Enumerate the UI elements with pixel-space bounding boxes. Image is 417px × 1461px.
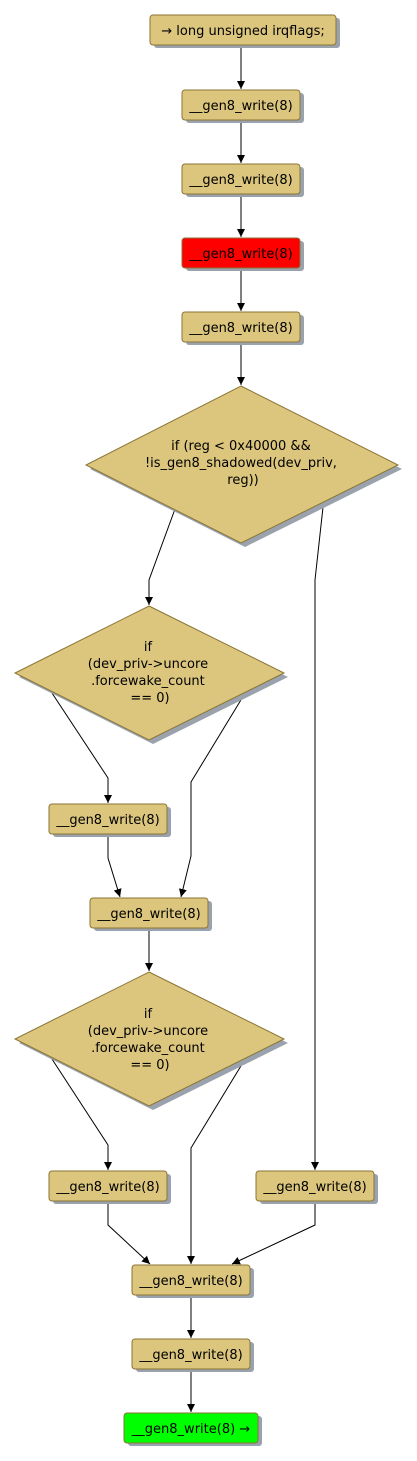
node-w3-label: __gen8_write(8)	[188, 247, 292, 262]
node-w8-label: __gen8_write(8)	[262, 1180, 366, 1195]
node-cond3-line-1: if	[144, 1007, 153, 1022]
node-cond1-line-3: reg))	[227, 473, 258, 488]
node-w7: __gen8_write(8)	[48, 1170, 171, 1204]
node-cond2-line-2: (dev_priv->uncore	[88, 657, 208, 672]
node-cond3-diamond: if (dev_priv->uncore .forcewake_count ==…	[13, 971, 288, 1110]
node-w4: __gen8_write(8)	[181, 311, 304, 345]
node-cond2-label: if (dev_priv->uncore .forcewake_count ==…	[88, 640, 212, 706]
node-cond2-line-4: == 0)	[130, 691, 169, 706]
node-start: → long unsigned irqflags;	[149, 14, 340, 48]
edge-cond1-w8	[311, 497, 325, 1170]
edges	[49, 46, 325, 1412]
node-w1: __gen8_write(8)	[181, 89, 304, 123]
node-end: __gen8_write(8) →	[123, 1412, 262, 1446]
node-w2-label: __gen8_write(8)	[188, 173, 292, 188]
node-cond3-line-2: (dev_priv->uncore	[88, 1024, 208, 1039]
node-w1-label: __gen8_write(8)	[188, 99, 292, 114]
node-cond1-line-1: if (reg < 0x40000 &&	[171, 439, 311, 454]
node-start-label: → long unsigned irqflags;	[161, 24, 325, 39]
edge-w5-w6	[107, 835, 122, 898]
node-w7-label: __gen8_write(8)	[55, 1180, 159, 1195]
edge-cond3-w9	[187, 1055, 248, 1264]
node-w6-label: __gen8_write(8)	[96, 907, 200, 922]
node-cond3-line-4: == 0)	[130, 1058, 169, 1073]
edge-cond1-cond2	[145, 508, 176, 605]
node-w9: __gen8_write(8)	[131, 1264, 254, 1298]
node-cond1-diamond: if (reg < 0x40000 && !is_gen8_shadowed(d…	[84, 385, 402, 547]
edge-cond2-w5	[49, 689, 112, 803]
node-cond2-diamond: if (dev_priv->uncore .forcewake_count ==…	[13, 605, 288, 744]
node-w9-label: __gen8_write(8)	[138, 1274, 242, 1289]
node-cond2-line-3: .forcewake_count	[91, 674, 205, 689]
node-cond1-line-2: !is_gen8_shadowed(dev_priv,	[145, 456, 337, 471]
edge-w8-w9	[231, 1201, 316, 1265]
node-w10: __gen8_write(8)	[131, 1338, 254, 1372]
node-w6: __gen8_write(8)	[89, 897, 212, 931]
node-w2: __gen8_write(8)	[181, 163, 304, 197]
node-w8: __gen8_write(8)	[255, 1170, 378, 1204]
node-cond1-label: if (reg < 0x40000 && !is_gen8_shadowed(d…	[145, 439, 341, 488]
node-cond3-line-3: .forcewake_count	[91, 1041, 205, 1056]
edge-cond2-w6	[179, 689, 248, 898]
edge-cond3-w7	[49, 1055, 112, 1170]
node-w4-label: __gen8_write(8)	[188, 321, 292, 336]
node-end-label: __gen8_write(8) →	[131, 1422, 250, 1437]
node-cond2-line-1: if	[144, 640, 153, 655]
node-w10-label: __gen8_write(8)	[138, 1348, 242, 1363]
node-w5-label: __gen8_write(8)	[55, 813, 159, 828]
edge-w7-w9	[107, 1201, 151, 1265]
node-w5: __gen8_write(8)	[48, 803, 171, 837]
node-cond3-label: if (dev_priv->uncore .forcewake_count ==…	[88, 1007, 212, 1073]
node-w3-highlighted: __gen8_write(8)	[181, 237, 304, 271]
